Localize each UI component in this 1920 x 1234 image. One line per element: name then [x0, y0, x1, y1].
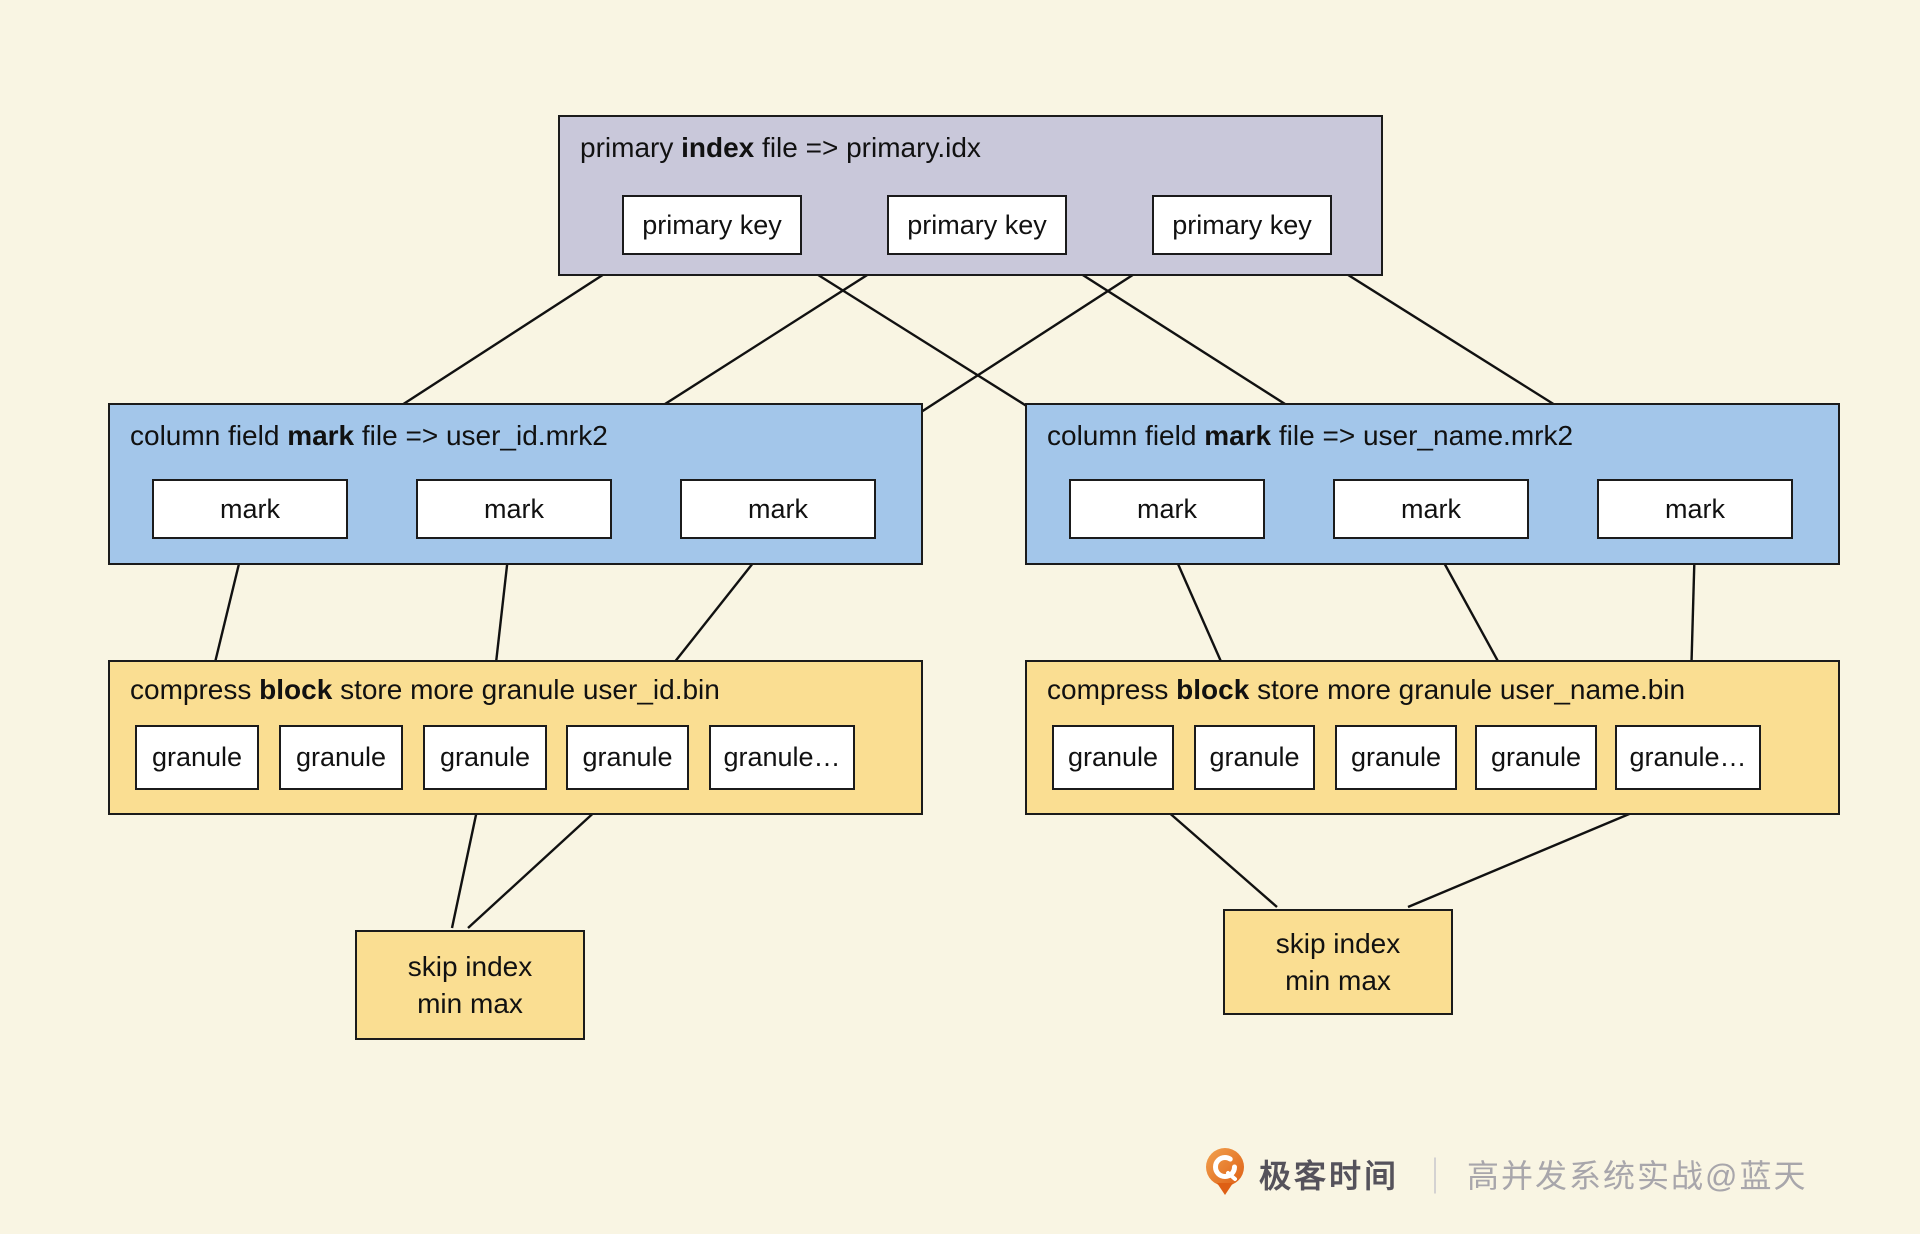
mark-node: mark [680, 479, 876, 539]
mark-node: mark [416, 479, 612, 539]
granule-node: granule… [709, 725, 855, 790]
skip-index-line2: min max [1285, 965, 1391, 996]
arrow-skipL-to-granule4 [467, 794, 614, 929]
granule-node: granule [1194, 725, 1315, 790]
primary-index-file-box: primary index file => primary.idx primar… [558, 115, 1383, 276]
mark-node: mark [152, 479, 348, 539]
arrow-skipL-to-granule3 [450, 794, 486, 929]
mark-node: mark [1333, 479, 1529, 539]
mark-file-title: column field mark file => user_id.mrk2 [130, 420, 608, 451]
granule-node: granule [423, 725, 547, 790]
primary-key-node: primary key [887, 195, 1067, 255]
mark-file-box-user-name: column field mark file => user_name.mrk2… [1025, 403, 1840, 565]
block-file-title: compress block store more granule user_i… [130, 674, 720, 705]
granule-node: granule… [1615, 725, 1761, 790]
granule-node: granule [1335, 725, 1457, 790]
block-file-box-user-id: compress block store more granule user_i… [108, 660, 923, 815]
granule-node: granule [1052, 725, 1174, 790]
granule-node: granule [1475, 725, 1597, 790]
granule-node: granule [279, 725, 403, 790]
granule-node: granule [135, 725, 259, 790]
block-file-title: compress block store more granule user_n… [1047, 674, 1686, 705]
primary-key-node: primary key [1152, 195, 1332, 255]
mark-file-title: column field mark file => user_name.mrk2 [1047, 420, 1574, 451]
credit-text: 高并发系统实战@蓝天 [1467, 1158, 1808, 1194]
brand-text: 极客时间 [1259, 1158, 1400, 1194]
footer-divider: ｜ [1417, 1156, 1454, 1197]
geektime-logo-icon [1206, 1148, 1244, 1195]
footer-branding: 极客时间 ｜ 高并发系统实战@蓝天 [1203, 1144, 1808, 1204]
mark-file-box-user-id: column field mark file => user_id.mrk2 m… [108, 403, 923, 565]
primary-index-title: primary index file => primary.idx [580, 132, 981, 163]
primary-key-node: primary key [622, 195, 802, 255]
skip-index-box-left: skip index min max [355, 930, 585, 1040]
skip-index-line1: skip index [407, 951, 533, 982]
skip-index-line2: min max [417, 988, 523, 1019]
granule-node: granule [566, 725, 689, 790]
block-file-box-user-name: compress block store more granule user_n… [1025, 660, 1840, 815]
skip-index-box-right: skip index min max [1223, 909, 1453, 1015]
skip-index-line1: skip index [1275, 928, 1401, 959]
mark-node: mark [1597, 479, 1793, 539]
mark-node: mark [1069, 479, 1265, 539]
